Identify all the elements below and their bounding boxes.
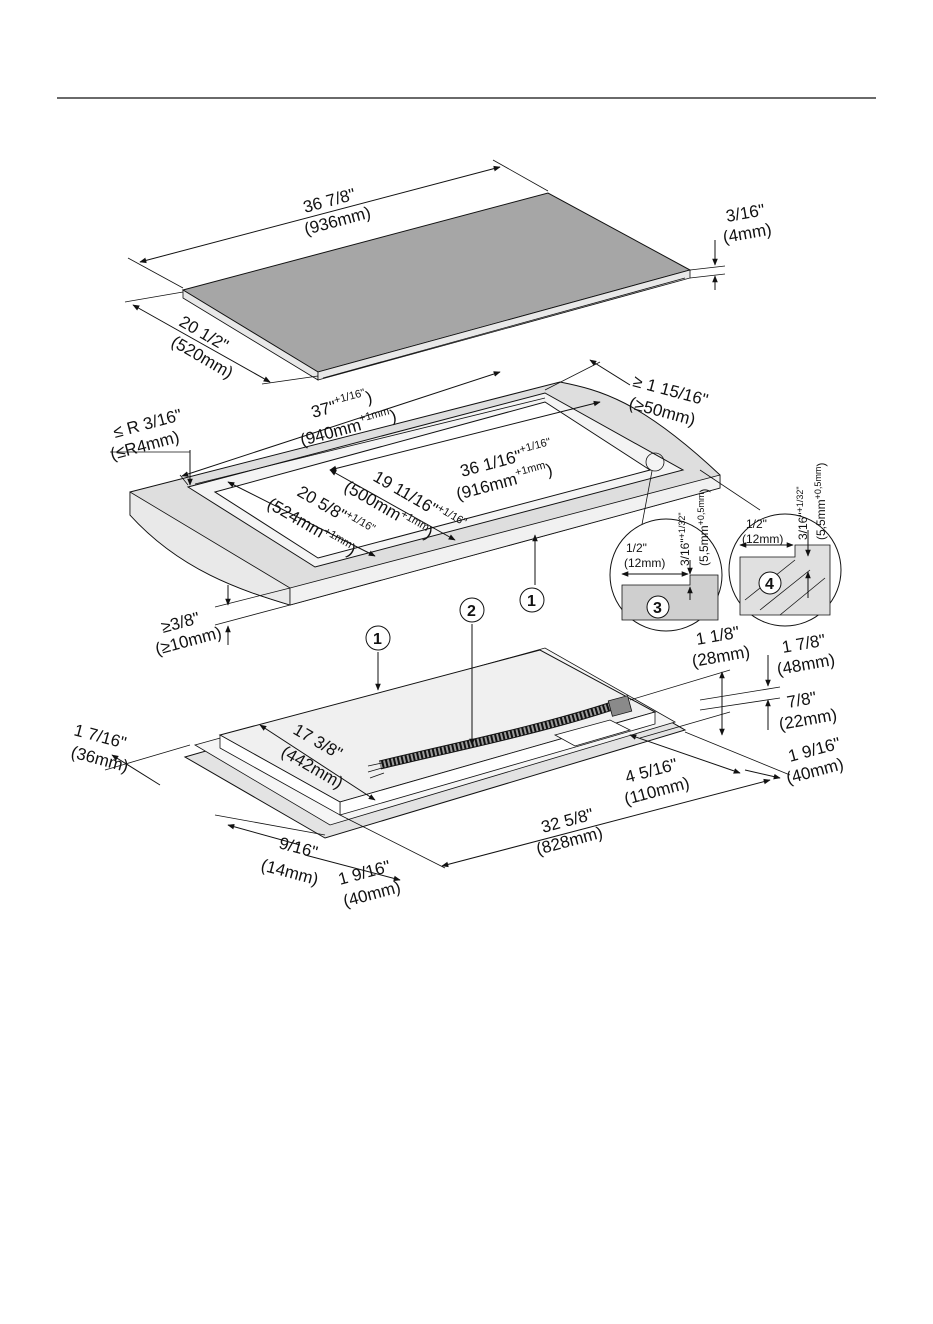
corner-dimension: 1 9/16" (40mm) bbox=[304, 854, 403, 911]
callout-1-countertop: 1 bbox=[519, 534, 545, 613]
detail4-width-mm: (12mm) bbox=[742, 532, 783, 546]
frame-dimension: 7/8" (22mm) bbox=[699, 688, 838, 734]
cutout-radius-dimension: ≤ R 3/16" (≤R4mm) bbox=[108, 405, 193, 486]
glass-cooktop-panel bbox=[181, 192, 692, 381]
detail4-depth-in: 3/16"+1/32" bbox=[795, 486, 810, 540]
side-dimension: 1 9/16" (40mm) bbox=[684, 731, 846, 788]
top-thickness-dimension: 3/16" (4mm) bbox=[689, 200, 773, 290]
callout-1-label: 1 bbox=[527, 593, 536, 610]
power-cable bbox=[367, 695, 633, 779]
callout-1b-label: 1 bbox=[373, 631, 382, 648]
callout-2-cable: 2 bbox=[459, 597, 485, 746]
frame-in: 7/8" bbox=[785, 688, 818, 712]
detail4-depth-mm: (5,5mm+0,5mm) bbox=[813, 463, 828, 540]
detail3-width-mm: (12mm) bbox=[624, 556, 665, 570]
detail-3: 1/2" (12mm) 3/16"+1/32" (5,5mm+0,5mm) 3 bbox=[609, 489, 723, 632]
callout-1-underside: 1 bbox=[365, 625, 391, 691]
detail3-depth-in: 3/16"+1/32" bbox=[677, 512, 692, 566]
lip-in: 9/16" bbox=[277, 834, 320, 862]
edge-dimension: 1 7/16" (36mm) bbox=[69, 721, 191, 786]
frame-mm: (22mm) bbox=[777, 705, 838, 734]
detail-4: 1/2" (12mm) 3/16"+1/32" (5,5mm+0,5mm) 4 bbox=[728, 463, 842, 627]
underside-housing bbox=[183, 647, 687, 839]
detail4-width-in: 1/2" bbox=[746, 517, 767, 531]
callout-2-label: 2 bbox=[467, 603, 476, 620]
detail4-label: 4 bbox=[765, 576, 774, 593]
detail3-depth-mm: (5,5mm+0,5mm) bbox=[696, 489, 711, 566]
box-dimension: 4 5/16" (110mm) bbox=[622, 734, 741, 809]
detail3-width-in: 1/2" bbox=[626, 541, 647, 555]
detail3-label: 3 bbox=[653, 600, 662, 617]
